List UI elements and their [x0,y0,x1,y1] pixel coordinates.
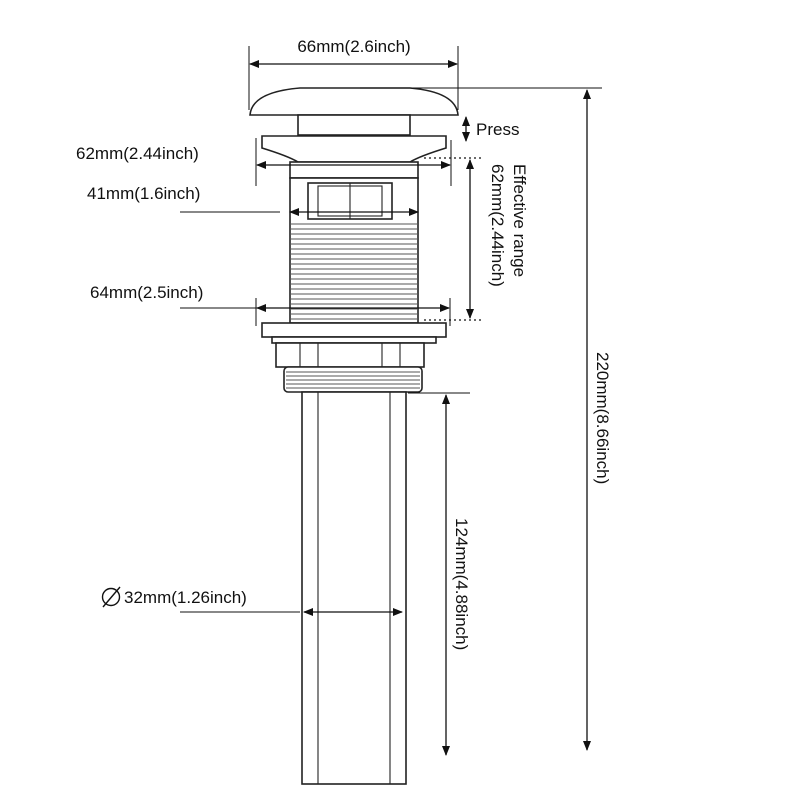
lock-nut [275,342,425,368]
total-height-label: 220mm(8.66inch) [593,352,612,484]
press-label: Press [476,120,519,139]
body-width-label: 64mm(2.5inch) [90,283,203,302]
washer-bottom [271,336,437,344]
tail-diameter-dimension: 32mm(1.26inch) [101,586,403,616]
total-height-dimension: 220mm(8.66inch) [360,87,612,751]
pop-up-cap [249,87,459,116]
tail-ring-knurl [286,371,420,389]
inner-width-label: 41mm(1.6inch) [87,184,200,203]
flange [261,135,447,163]
cap-stem [297,114,411,136]
press-indicator: Press [462,116,519,142]
washer [261,322,447,338]
flange-width-dimension: 62mm(2.44inch) [76,138,452,186]
effective-range-title: Effective range [510,164,529,277]
drain-assembly [249,87,459,785]
inner-width-dimension: 41mm(1.6inch) [87,184,419,216]
cap-width-dimension: 66mm(2.6inch) [248,37,459,110]
flange-width-label: 62mm(2.44inch) [76,144,199,163]
tail-diameter-label: 32mm(1.26inch) [124,588,247,607]
tail-height-label: 124mm(4.88inch) [452,518,471,650]
effective-range-value: 62mm(2.44inch) [488,164,507,287]
diameter-icon [101,586,121,608]
effective-range-dimension: Effective range 62mm(2.44inch) [424,157,529,321]
tail-pipe [301,391,407,785]
body-width-dimension: 64mm(2.5inch) [90,283,451,326]
tail-height-dimension: 124mm(4.88inch) [408,392,471,756]
cap-width-label: 66mm(2.6inch) [297,37,410,56]
